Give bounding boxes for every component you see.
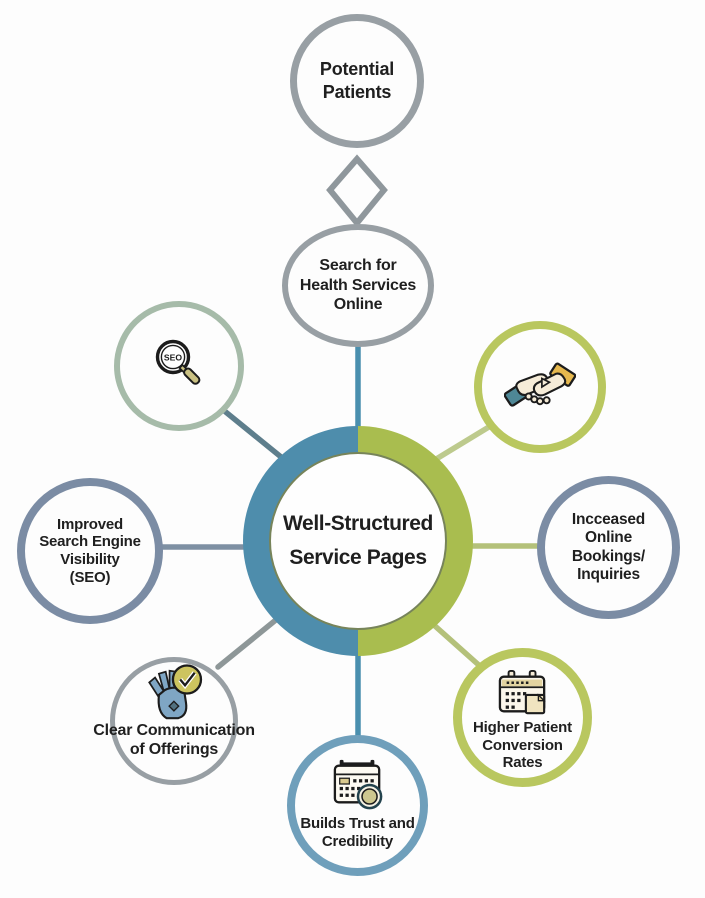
node-label: Incceased Online Bookings/ Inquiries	[571, 510, 646, 583]
node-label: Higher Patient Conversion Rates	[473, 719, 572, 772]
node-seo: SEO	[114, 301, 244, 431]
calendar-note-icon	[498, 669, 546, 715]
node-higher-conversion: Higher Patient Conversion Rates	[453, 648, 592, 787]
node-label: Builds Trust and Credibility	[300, 815, 415, 850]
node-label: Potential Patients	[319, 58, 395, 102]
hub-circle: Well-Structured Service Pages	[243, 426, 473, 656]
node-label: Clear Communication of Offerings	[93, 722, 255, 758]
seo-badge-text: SEO	[164, 352, 182, 362]
connector-top-left	[219, 406, 289, 464]
node-improved-seo: Improved Search Engine Visibility (SEO)	[17, 478, 163, 624]
node-search-online: Search for Health Services Online	[282, 224, 434, 347]
handshake-icon	[504, 362, 576, 407]
node-handshake	[474, 321, 606, 453]
calendar-badge-icon	[333, 759, 382, 810]
hub-label: Well-Structured Service Pages	[283, 511, 433, 569]
flow-diamond	[326, 154, 388, 228]
seo-magnifier-icon: SEO	[155, 339, 201, 385]
node-label: Improved Search Engine Visibility (SEO)	[39, 515, 141, 586]
node-clear-communication: Clear Communication of Offerings	[93, 657, 255, 785]
node-builds-trust: Builds Trust and Credibility	[287, 735, 428, 876]
hub-inner-circle: Well-Structured Service Pages	[269, 452, 447, 630]
node-increased-bookings: Incceased Online Bookings/ Inquiries	[537, 476, 680, 619]
node-potential-patients: Potential Patients	[290, 14, 424, 148]
node-label: Search for Health Services Online	[299, 257, 417, 314]
hand-check-icon	[148, 664, 203, 720]
